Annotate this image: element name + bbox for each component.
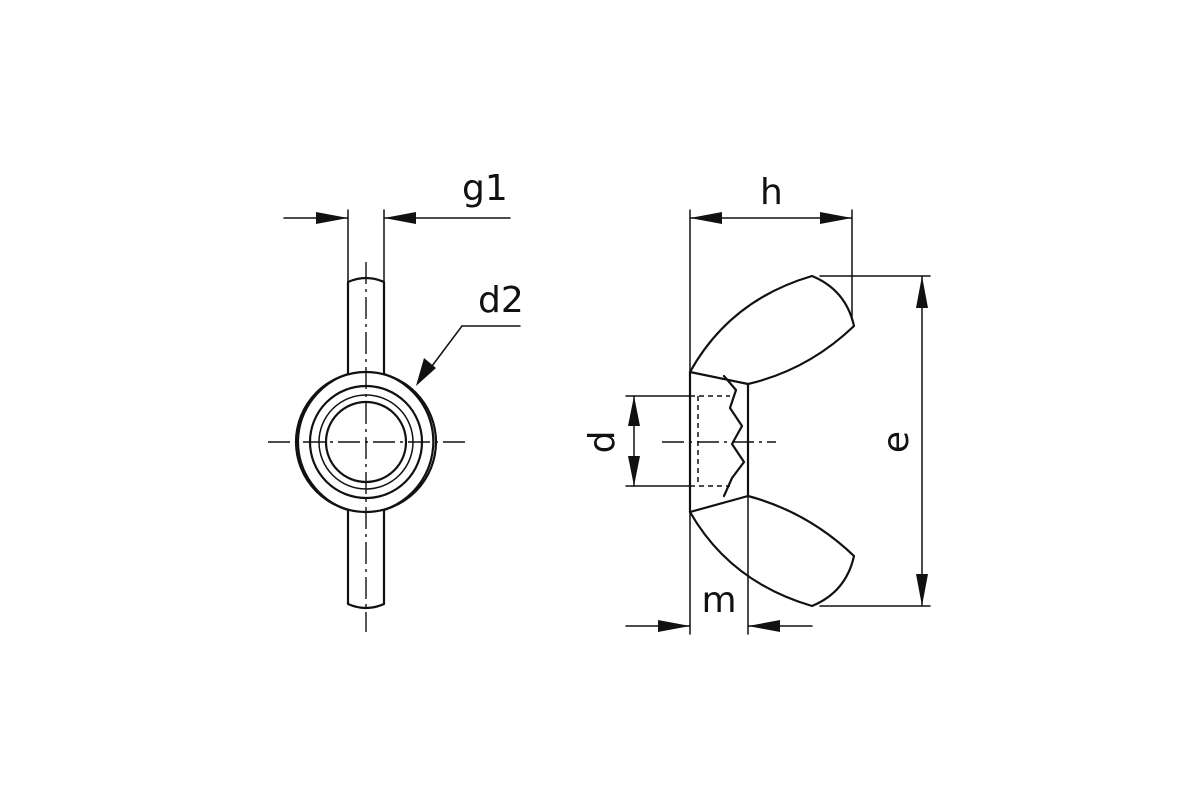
arrowhead: [628, 456, 640, 486]
arrowhead: [384, 212, 416, 224]
dimension-d2: d2: [416, 280, 524, 386]
arrowhead: [316, 212, 348, 224]
arrowhead: [820, 212, 852, 224]
arrowhead: [748, 620, 780, 632]
dimension-d: d: [582, 395, 691, 487]
label-e: e: [876, 431, 917, 453]
arrowhead: [916, 574, 928, 606]
arrowhead: [690, 212, 722, 224]
front-view: g1 d2: [268, 168, 524, 632]
arrowhead: [658, 620, 690, 632]
label-h: h: [760, 172, 783, 213]
label-d2: d2: [478, 280, 524, 321]
dimension-h: h: [689, 172, 853, 373]
arrowhead: [416, 358, 436, 386]
thread-profile: [722, 374, 746, 498]
upper-wing-outline: [688, 274, 856, 386]
dimension-m: m: [625, 495, 813, 635]
arrowhead: [916, 276, 928, 308]
dimension-g1: g1: [283, 168, 511, 283]
dimension-e: e: [819, 275, 931, 607]
label-d: d: [582, 431, 623, 454]
lower-wing-outline: [688, 494, 856, 608]
label-m: m: [701, 580, 736, 621]
arrowhead: [628, 396, 640, 426]
side-view: h d e m: [582, 172, 931, 635]
label-g1: g1: [462, 168, 508, 209]
